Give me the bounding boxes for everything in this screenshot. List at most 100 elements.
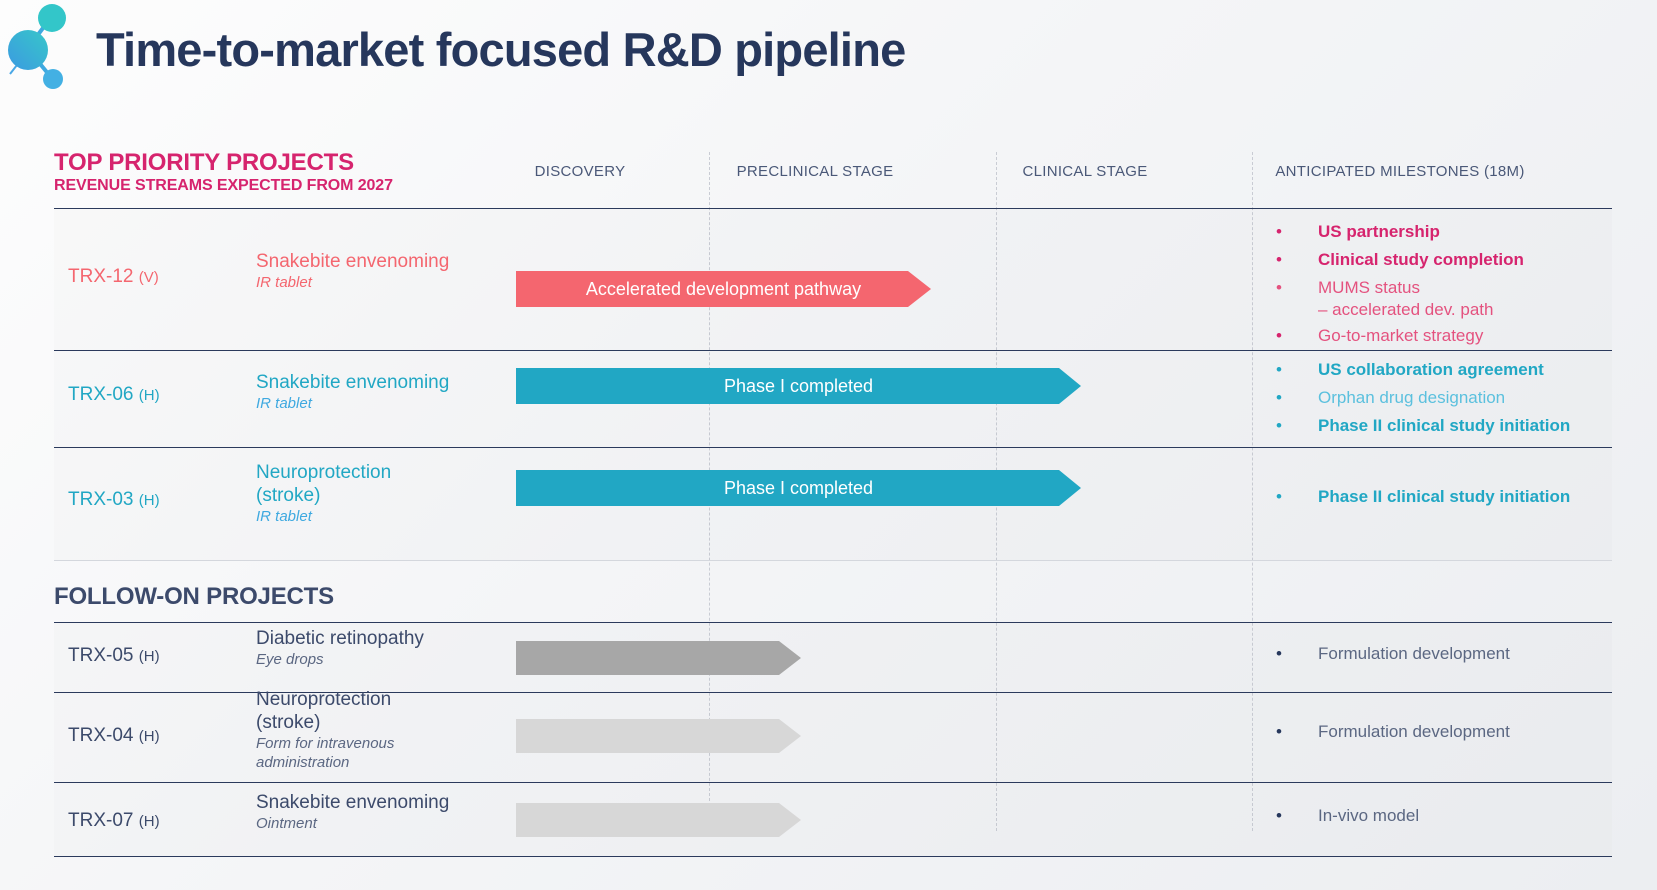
table-row[interactable]: TRX-07 (H) Snakebite envenoming Ointment… [0,783,1657,856]
stage-bar[interactable] [516,803,801,837]
project-code-main: TRX-04 [68,725,134,746]
top-priority-title: TOP PRIORITY PROJECTS [54,149,354,176]
list-item: • MUMS status [1276,277,1612,300]
milestones-list: • US collaboration agreement • Orphan dr… [1276,359,1612,443]
bullet-icon: • [1276,360,1282,379]
bullet-icon: • [1276,722,1282,741]
stage-bar[interactable] [516,719,801,753]
list-item: • Go-to-market strategy [1276,325,1612,348]
column-header-milestones: ANTICIPATED MILESTONES (18M) [1275,163,1525,180]
project-description: Diabetic retinopathy Eye drops [256,627,491,670]
list-item: • Orphan drug designation [1276,387,1612,410]
milestone-text: MUMS status [1318,277,1421,297]
list-item: • US partnership [1276,221,1612,244]
list-item: • Formulation development [1276,721,1612,744]
project-code-suffix: (H) [138,387,160,404]
stage-bar[interactable]: Phase I completed [516,470,1081,506]
milestones-list: • Phase II clinical study initiation [1276,486,1612,514]
page-title: Time-to-market focused R&D pipeline [96,23,906,76]
project-code: TRX-04 (H) [68,725,160,747]
table-row[interactable]: TRX-03 (H) Neuroprotection (stroke) IR t… [0,448,1657,560]
project-code: TRX-12 (V) [68,266,159,288]
bullet-icon: • [1276,222,1282,241]
rule-row1-bottom [54,447,1612,448]
formulation-label: IR tablet [256,395,312,413]
bullet-icon: • [1276,806,1282,825]
project-code-main: TRX-06 [68,384,134,405]
milestone-text: Orphan drug designation [1318,387,1506,407]
milestone-text: Go-to-market strategy [1318,325,1484,345]
rule-header-bottom [54,208,1612,209]
milestone-text: Clinical study completion [1318,249,1524,269]
milestone-continuation: – accelerated dev. path [1318,299,1494,319]
bullet-icon: • [1276,277,1282,297]
stage-bar[interactable] [516,641,801,675]
project-description: Snakebite envenoming IR tablet [256,371,491,414]
stage-bar-label: Phase I completed [723,375,874,396]
table-row[interactable]: TRX-12 (V) Snakebite envenoming IR table… [0,209,1657,350]
table-row[interactable]: TRX-05 (H) Diabetic retinopathy Eye drop… [0,623,1657,692]
grid-divider-clinical-milestones [1252,152,1253,831]
project-description: Snakebite envenoming Ointment [256,791,491,834]
list-item: • Clinical study completion [1276,249,1612,272]
column-headers: DISCOVERY PRECLINICAL STAGE CLINICAL STA… [0,163,1657,195]
bullet-icon: • [1276,387,1282,407]
milestones-list: • Formulation development [1276,721,1612,749]
milestone-text: Formulation development [1318,644,1510,663]
indication-name: Neuroprotection [256,689,392,710]
milestone-text: US partnership [1318,222,1440,241]
list-item: • Phase II clinical study initiation [1276,486,1612,509]
formulation-label: IR tablet [256,508,312,526]
rule-row3-bottom [54,692,1612,693]
project-code-main: TRX-07 [68,810,134,831]
bullet-icon: • [1276,487,1282,506]
section-title-top-priority: TOP PRIORITY PROJECTS REVENUE STREAMS EX… [54,150,393,195]
milestones-list: • US partnership • Clinical study comple… [1276,221,1612,353]
milestone-text: Phase II clinical study initiation [1318,487,1571,506]
rule-row5-bottom [54,856,1612,857]
list-item: • In-vivo model [1276,805,1612,828]
list-item: • Phase II clinical study initiation [1276,415,1612,438]
milestones-list: • In-vivo model [1276,805,1612,833]
formulation-label-line2: administration [256,754,350,772]
list-item: • US collaboration agreement [1276,359,1612,382]
project-code-suffix: (H) [138,648,160,665]
formulation-label: Ointment [256,815,317,833]
indication-name-line2: (stroke) [256,712,321,734]
milestones-list: • Formulation development [1276,643,1612,671]
rule-row2-bottom [54,560,1612,561]
formulation-label: Eye drops [256,651,324,669]
stage-bar[interactable]: Accelerated development pathway [516,271,931,307]
bullet-icon: • [1276,415,1282,435]
stage-bar[interactable]: Phase I completed [516,368,1081,404]
indication-name: Diabetic retinopathy [256,628,424,649]
list-item: • Formulation development [1276,643,1612,666]
table-row[interactable]: TRX-06 (H) Snakebite envenoming IR table… [0,351,1657,447]
indication-name-line2: (stroke) [256,485,321,507]
project-description: Snakebite envenoming IR tablet [256,250,491,293]
milestone-text: US collaboration agreement [1318,360,1544,379]
rule-followon-top [54,622,1612,623]
project-code-main: TRX-05 [68,645,134,666]
indication-name: Snakebite envenoming [256,372,450,393]
project-code-suffix: (V) [138,269,159,286]
indication-name: Snakebite envenoming [256,251,450,272]
column-header-clinical: CLINICAL STAGE [1022,163,1148,180]
indication-name: Snakebite envenoming [256,792,450,813]
formulation-label: Form for intravenous [256,735,395,753]
project-code: TRX-03 (H) [68,489,160,511]
project-code-suffix: (H) [138,728,160,745]
bullet-icon: • [1276,249,1282,269]
molecule-nodes-icon [8,4,84,96]
project-code-main: TRX-12 [68,266,134,287]
column-header-preclinical: PRECLINICAL STAGE [736,163,894,180]
rule-row0-bottom [54,350,1612,351]
top-priority-subtitle: REVENUE STREAMS EXPECTED FROM 2027 [54,177,393,195]
section-title-follow-on: FOLLOW-ON PROJECTS [54,583,334,610]
project-code: TRX-07 (H) [68,810,160,832]
stage-bar-label: Phase I completed [723,477,874,498]
project-code: TRX-05 (H) [68,645,160,667]
project-description: Neuroprotection (stroke) IR tablet [256,461,491,527]
table-row[interactable]: TRX-04 (H) Neuroprotection (stroke) Form… [0,689,1657,782]
formulation-label: IR tablet [256,274,312,292]
